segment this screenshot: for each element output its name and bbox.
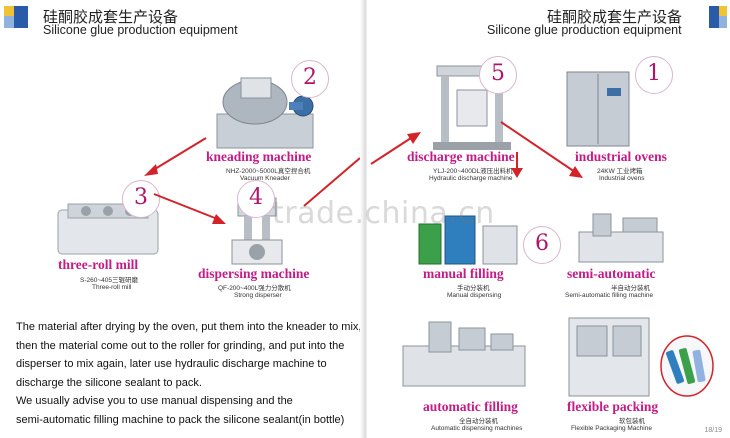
flexible-packing-image [565, 310, 715, 407]
discharge-machine-sub: Hydraulic discharge machine [429, 175, 513, 182]
manual-filling-sub: Manual dispensing [447, 292, 502, 299]
kneading-machine-sub: Vacuum Kneader [240, 175, 290, 182]
paragraph-line: discharge the silicone sealant to pack. [16, 376, 202, 389]
arrow-discharge-down [511, 152, 523, 178]
book-spine [360, 0, 370, 438]
arrow-disperser-to-discharge [303, 157, 361, 207]
step-number-1: 1 [635, 56, 673, 94]
flexible-packing-sub: Flexible Packaging Machine [571, 425, 652, 432]
arrow-discharge-to-ovens [500, 121, 583, 178]
discharge-machine-image [427, 60, 517, 157]
step-number-6: 6 [523, 226, 561, 264]
header-title-cn: 硅酮胶成套生产设备 [547, 8, 683, 26]
left-page: 硅酮胶成套生产设备 Silicone glue production equip… [0, 0, 363, 438]
flexible-packing-model: 软包装机 [619, 418, 645, 425]
three-roll-mill-label: three-roll mill [58, 257, 139, 272]
header-title-en: Silicone glue production equipment [43, 23, 238, 37]
paragraph-line: then the material come out to the roller… [16, 339, 345, 352]
three-roll-mill-model: S-260~405三辊研磨 [80, 277, 138, 284]
automatic-filling-model: 全自动分装机 [459, 418, 498, 425]
kneading-machine-label: kneading machine [206, 149, 312, 164]
kneading-machine-image [205, 72, 325, 159]
paragraph-line: We usually advise you to use manual disp… [16, 395, 293, 408]
step-number-4: 4 [237, 180, 275, 218]
semi-automatic-model: 半自动分装机 [611, 285, 650, 292]
automatic-filling-label: automatic filling [423, 399, 518, 414]
semi-automatic-image [573, 208, 669, 271]
automatic-filling-sub: Automatic dispensing machines [431, 425, 523, 432]
manual-filling-label: manual filling [423, 266, 504, 281]
industrial-ovens-model: 24KW 工业烤箱 [597, 168, 643, 175]
discharge-machine-model: YLJ-200~400DL液压出料机 [433, 168, 513, 175]
dispersing-machine-sub: Strong disperser [234, 292, 282, 299]
step-number-3: 3 [122, 180, 160, 218]
kneading-machine-model: NHZ-2000~5000L真空捏合机 [226, 168, 311, 175]
header-title-en: Silicone glue production equipment [487, 23, 682, 37]
right-page: 硅酮胶成套生产设备 Silicone glue production equip… [367, 0, 730, 438]
watermark: trade.china.cn [272, 196, 495, 231]
manual-filling-image [413, 206, 523, 275]
paragraph-line: disperser to mix again, later use hydrau… [16, 358, 327, 371]
arrow-mill-to-disperser [153, 193, 226, 224]
step-number-5: 5 [479, 56, 517, 94]
header-decoration [707, 4, 729, 30]
flexible-packing-label: flexible packing [567, 399, 659, 414]
header-title-cn: 硅酮胶成套生产设备 [43, 8, 179, 26]
step-number-2: 2 [291, 60, 329, 98]
dispersing-machine-model: QF-200~400L强力分散机 [218, 285, 291, 292]
discharge-machine-label: discharge machine [407, 149, 515, 164]
arrow-kneading-to-mill [144, 137, 207, 176]
semi-automatic-label: semi-automatic [567, 266, 656, 281]
page-number: 18/19 [704, 427, 722, 434]
paragraph-line: semi-automatic filling machine to pack t… [16, 413, 345, 426]
industrial-ovens-image [563, 68, 633, 155]
paragraph-line: The material after drying by the oven, p… [16, 321, 362, 333]
industrial-ovens-sub: Industrial ovens [599, 175, 645, 182]
process-description: The material after drying by the oven, p… [16, 318, 361, 430]
three-roll-mill-sub: Three-roll mill [92, 284, 132, 291]
dispersing-machine-label: dispersing machine [198, 266, 310, 281]
manual-filling-model: 手动分装机 [457, 285, 490, 292]
arrow-to-discharge [370, 132, 421, 165]
header-decoration [0, 4, 40, 30]
industrial-ovens-label: industrial ovens [575, 149, 667, 164]
semi-automatic-sub: Semi-automatic filling machine [565, 292, 654, 299]
automatic-filling-image [399, 316, 529, 403]
